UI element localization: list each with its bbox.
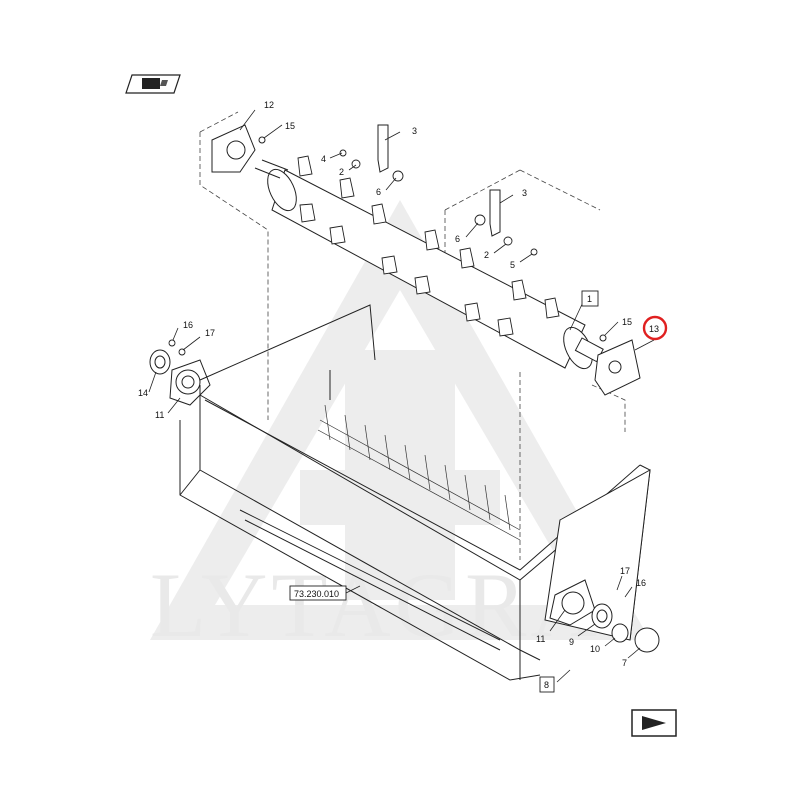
watermark-text: LYTAGRA [150, 554, 601, 656]
callout-16[interactable]: 16 [183, 320, 193, 330]
rotor-teeth [297, 155, 560, 337]
highlight-circle [642, 315, 668, 341]
callout-9[interactable]: 9 [569, 637, 574, 647]
callout-7[interactable]: 7 [622, 658, 627, 668]
watermark: LYTAGRA [150, 200, 650, 656]
callout-11[interactable]: 11 [155, 410, 164, 420]
callout-14[interactable]: 14 [138, 388, 148, 398]
callout-6[interactable]: 6 [455, 234, 460, 244]
callout-17[interactable]: 17 [620, 566, 630, 576]
callout-3[interactable]: 3 [412, 126, 417, 136]
callout-11[interactable]: 11 [536, 634, 545, 644]
callout-3[interactable]: 3 [522, 188, 527, 198]
end-plate-right [594, 334, 641, 396]
reference-label[interactable]: 73.230.010 [294, 589, 339, 599]
callout-13[interactable]: 13 [649, 324, 659, 334]
callouts: 12 15 3 4 2 6 3 6 2 5 1 15 13 16 17 14 1… [138, 100, 668, 693]
callout-4[interactable]: 4 [321, 154, 326, 164]
callout-10[interactable]: 10 [590, 644, 600, 654]
callout-16[interactable]: 16 [636, 578, 646, 588]
callout-8[interactable]: 8 [544, 680, 549, 690]
callout-17[interactable]: 17 [205, 328, 215, 338]
end-plate-left [211, 124, 266, 173]
bearing-right [549, 579, 660, 653]
callout-6[interactable]: 6 [376, 187, 381, 197]
callout-12[interactable]: 12 [264, 100, 274, 110]
hardware [168, 149, 538, 356]
callout-15[interactable]: 15 [622, 317, 632, 327]
next-page-icon[interactable] [631, 709, 677, 737]
callout-2[interactable]: 2 [484, 250, 489, 260]
callout-15[interactable]: 15 [285, 121, 295, 131]
callout-8-box [539, 676, 555, 693]
callout-1-box [581, 290, 599, 307]
grate [317, 404, 521, 541]
bearing-left [149, 349, 211, 406]
callout-2[interactable]: 2 [339, 167, 344, 177]
book-hand-icon [125, 74, 181, 94]
callout-5[interactable]: 5 [510, 260, 515, 270]
knives [377, 124, 501, 237]
reference-box [289, 585, 347, 601]
callout-1[interactable]: 1 [587, 294, 592, 304]
